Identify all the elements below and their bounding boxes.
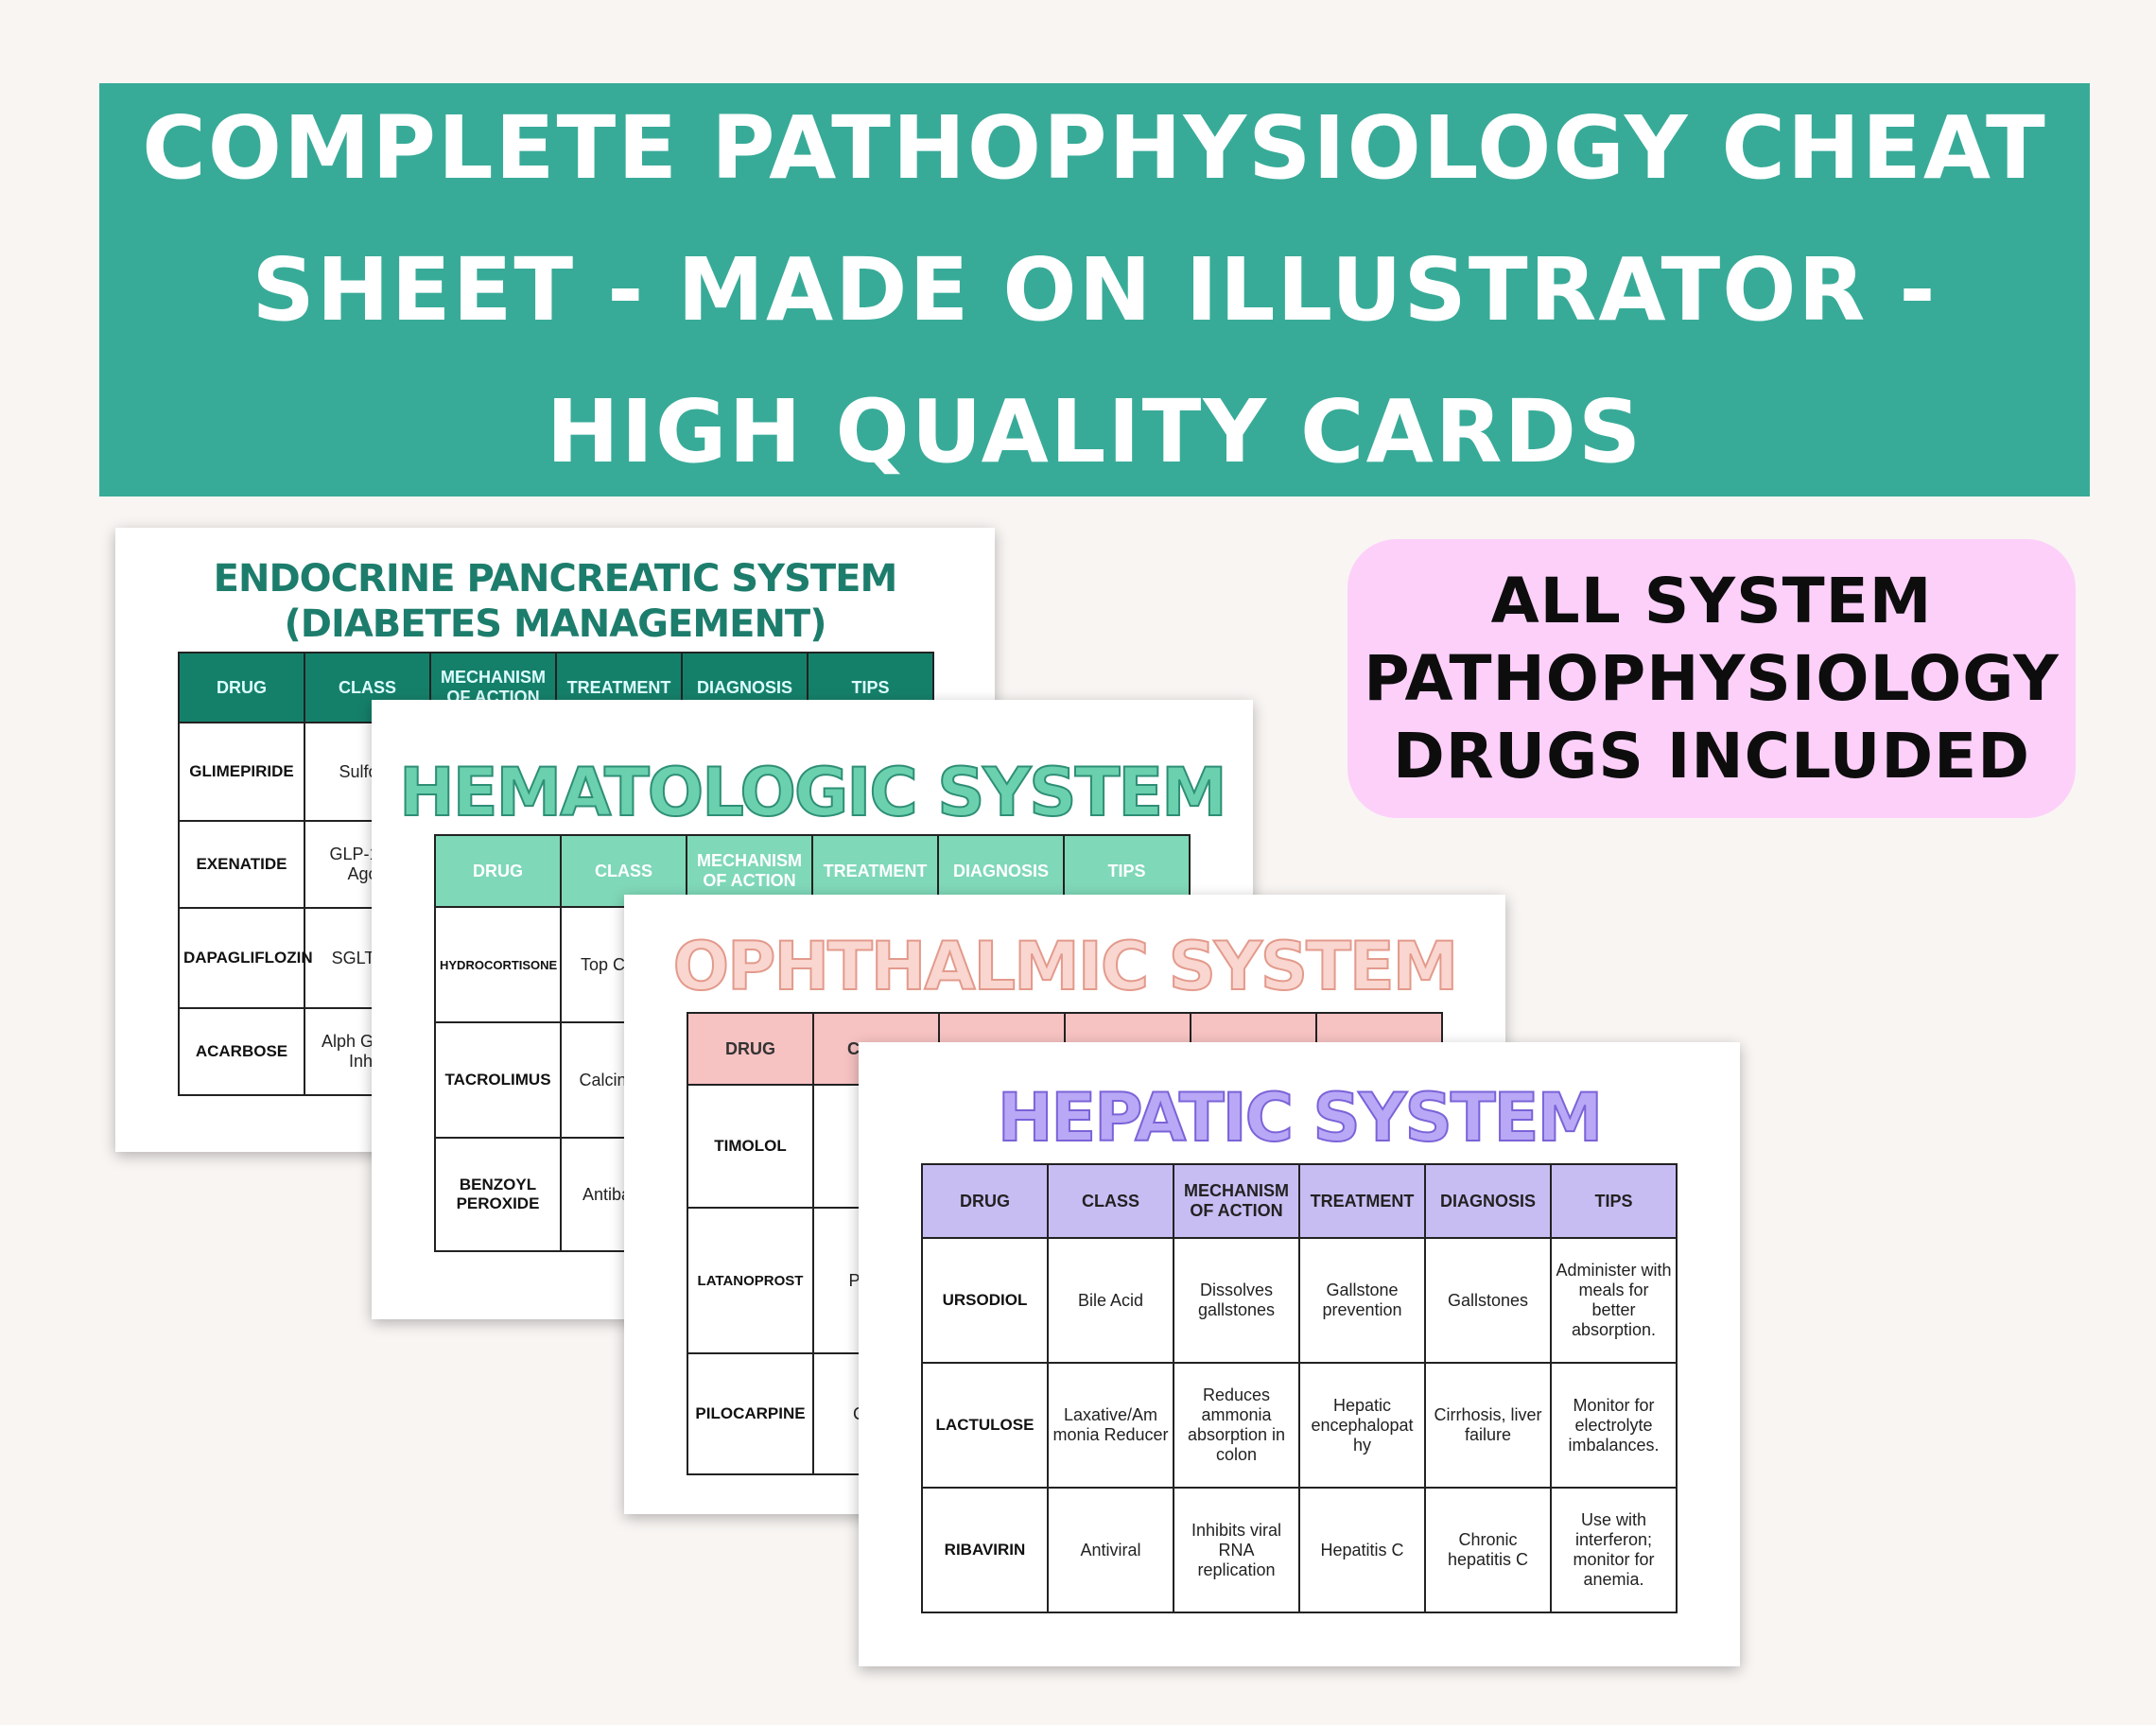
column-header: DRUG xyxy=(921,1163,1049,1239)
card-hepatic: HEPATIC SYSTEM DRUG CLASS MECHANISM OF A… xyxy=(859,1042,1740,1666)
mechanism-cell: Dissolves gallstones xyxy=(1173,1237,1300,1364)
column-header: TIPS xyxy=(1550,1163,1678,1239)
banner-title: COMPLETE PATHOPHYSIOLOGY CHEAT SHEET - M… xyxy=(142,96,2047,482)
title-banner: COMPLETE PATHOPHYSIOLOGY CHEAT SHEET - M… xyxy=(99,83,2090,497)
column-header: CLASS xyxy=(304,652,431,723)
sticker-text: ALL SYSTEM PATHOPHYSIOLOGY DRUGS INCLUDE… xyxy=(1364,564,2060,793)
treatment-cell: Gallstone prevention xyxy=(1298,1237,1426,1364)
drug-cell: ACARBOSE xyxy=(178,1007,305,1096)
table-row: LACTULOSE Laxative/Am monia Reducer Redu… xyxy=(921,1362,1678,1489)
drug-cell: LACTULOSE xyxy=(921,1362,1049,1489)
card-title: OPHTHALMIC SYSTEM xyxy=(672,928,1460,1005)
mechanism-cell: Inhibits viral RNA replication xyxy=(1173,1487,1300,1613)
column-header: DIAGNOSIS xyxy=(1424,1163,1552,1239)
column-header: CLASS xyxy=(1047,1163,1174,1239)
drug-cell: LATANOPROST xyxy=(687,1207,814,1354)
drug-cell: HYDROCORTISONE xyxy=(434,906,562,1023)
drug-cell: GLIMEPIRIDE xyxy=(178,722,305,822)
tips-cell: Administer with meals for better absorpt… xyxy=(1550,1237,1678,1364)
tips-cell: Use with interferon; monitor for anemia. xyxy=(1550,1487,1678,1613)
class-cell: Bile Acid xyxy=(1047,1237,1174,1364)
column-header: CLASS xyxy=(560,834,687,908)
drug-cell: BENZOYL PEROXIDE xyxy=(434,1137,562,1252)
column-header: DRUG xyxy=(687,1012,814,1086)
class-cell: Antiviral xyxy=(1047,1487,1174,1613)
table-row: URSODIOL Bile Acid Dissolves gallstones … xyxy=(921,1237,1678,1364)
diagnosis-cell: Gallstones xyxy=(1424,1237,1552,1364)
treatment-cell: Hepatic encephalopat hy xyxy=(1298,1362,1426,1489)
drug-cell: URSODIOL xyxy=(921,1237,1049,1364)
table-header-row: DRUG CLASS MECHANISM OF ACTION TREATMENT… xyxy=(178,652,934,723)
class-cell: Laxative/Am monia Reducer xyxy=(1047,1362,1174,1489)
card-title: ENDOCRINE PANCREATIC SYSTEM (DIABETES MA… xyxy=(213,557,898,646)
table-row: RIBAVIRIN Antiviral Inhibits viral RNA r… xyxy=(921,1487,1678,1613)
drug-cell: RIBAVIRIN xyxy=(921,1487,1049,1613)
diagnosis-cell: Cirrhosis, liver failure xyxy=(1424,1362,1552,1489)
drug-cell: TIMOLOL xyxy=(687,1084,814,1209)
column-header: MECHANISM OF ACTION xyxy=(1173,1163,1300,1239)
drug-cell: TACROLIMUS xyxy=(434,1021,562,1139)
included-sticker: ALL SYSTEM PATHOPHYSIOLOGY DRUGS INCLUDE… xyxy=(1348,539,2076,818)
table-header-row: DRUG CLASS MECHANISM OF ACTION TREATMENT… xyxy=(921,1163,1678,1239)
drug-cell: DAPAGLIFLOZIN xyxy=(178,907,313,1009)
column-header: DRUG xyxy=(178,652,305,723)
column-header: TREATMENT xyxy=(1298,1163,1426,1239)
diagnosis-cell: Chronic hepatitis C xyxy=(1424,1487,1552,1613)
drug-cell: PILOCARPINE xyxy=(687,1352,814,1475)
drug-table: DRUG CLASS MECHANISM OF ACTION TREATMENT… xyxy=(921,1163,1678,1613)
mechanism-cell: Reduces ammonia absorption in colon xyxy=(1173,1362,1300,1489)
card-title: HEPATIC SYSTEM xyxy=(997,1079,1604,1157)
drug-cell: EXENATIDE xyxy=(178,820,305,909)
tips-cell: Monitor for electrolyte imbalances. xyxy=(1550,1362,1678,1489)
treatment-cell: Hepatitis C xyxy=(1298,1487,1426,1613)
card-title: HEMATOLOGIC SYSTEM xyxy=(398,754,1228,831)
column-header: DRUG xyxy=(434,834,562,908)
card-hematologic: HEMATOLOGIC SYSTEM DRUG CLASS MECHANISM … xyxy=(372,700,1253,1319)
